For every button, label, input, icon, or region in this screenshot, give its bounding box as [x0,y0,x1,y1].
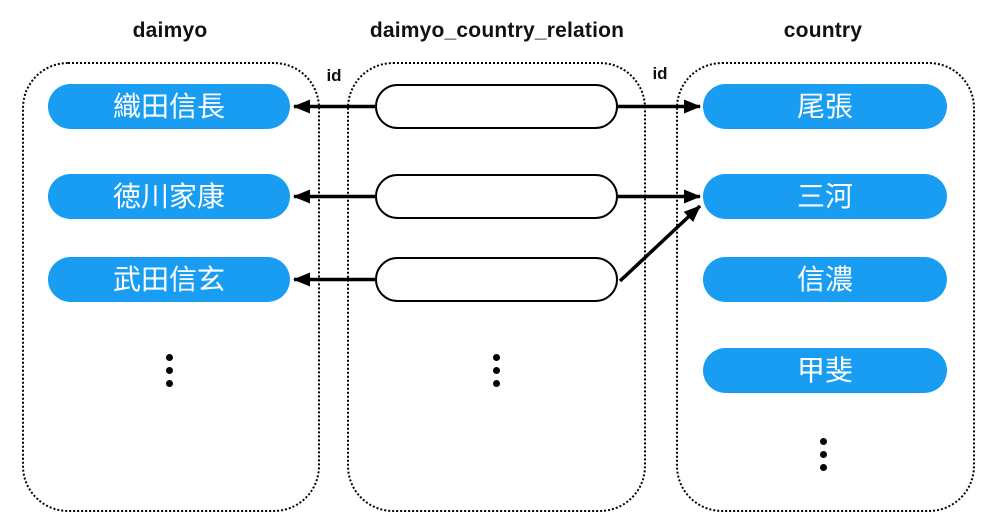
daimyo-id-label: id [326,66,342,85]
daimyo-record-pill: 織田信長 [48,84,290,129]
relation-record-pill [375,174,618,219]
country-record-pill: 尾張 [703,84,947,129]
relation-table-title: daimyo_country_relation [369,19,625,42]
relation-record-pill [375,84,618,129]
daimyo-table-title: daimyo [132,19,208,42]
country-record-pill: 甲斐 [703,348,947,393]
daimyo-record-pill: 徳川家康 [48,174,290,219]
relation-table-container [347,62,646,512]
country-table-title: country [783,19,863,42]
relation-record-pill [375,257,618,302]
country-id-label: id [652,64,668,83]
relation-more-rows-ellipsis-icon [493,354,500,387]
daimyo-record-pill: 武田信玄 [48,257,290,302]
daimyo-table-container [22,62,320,512]
country-record-pill: 三河 [703,174,947,219]
country-record-pill: 信濃 [703,257,947,302]
daimyo-more-rows-ellipsis-icon [166,354,173,387]
country-more-rows-ellipsis-icon [820,438,827,471]
country-table-container [676,62,975,512]
